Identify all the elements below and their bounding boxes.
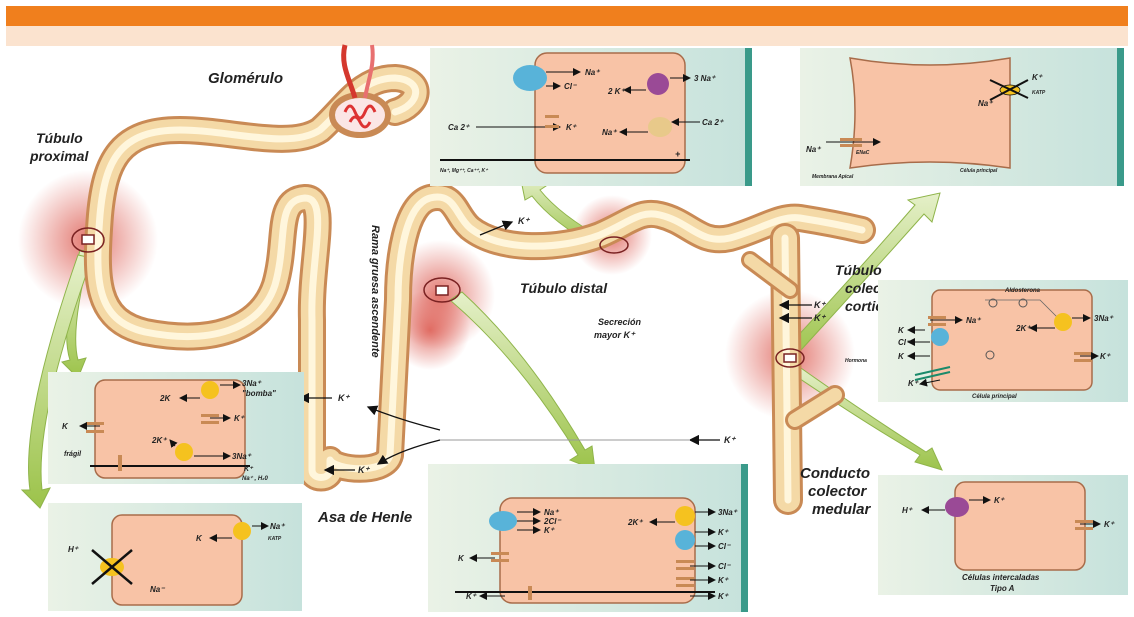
svg-text:K⁺: K⁺ — [244, 466, 254, 473]
label-tubulo-colector-1: Túbulo — [835, 262, 882, 278]
svg-text:K⁺: K⁺ — [338, 393, 350, 403]
label-conducto-3: medular — [812, 501, 872, 518]
svg-text:Na⁺: Na⁺ — [602, 128, 617, 137]
svg-text:Célula principal: Célula principal — [972, 394, 1017, 400]
svg-text:K⁺: K⁺ — [1104, 520, 1115, 529]
svg-text:3Na⁺: 3Na⁺ — [1094, 314, 1114, 323]
svg-text:3Na⁺: 3Na⁺ — [718, 508, 738, 517]
panel-proximal-upper: 3Na⁺ "bomba" 2K K⁺ K 2K⁺ 3Na⁺ frágil K⁺ … — [48, 372, 304, 484]
svg-text:K⁺: K⁺ — [718, 576, 729, 585]
label-rama-gruesa: Rama gruesa ascendente — [369, 225, 381, 358]
svg-text:K⁺: K⁺ — [814, 300, 826, 310]
svg-text:Cl⁻: Cl⁻ — [718, 562, 731, 571]
svg-text:K⁺: K⁺ — [724, 435, 736, 445]
svg-text:K⁺: K⁺ — [1032, 73, 1043, 82]
svg-text:H⁺: H⁺ — [68, 545, 79, 554]
svg-text:2K⁺: 2K⁺ — [151, 436, 167, 445]
svg-text:Na⁺: Na⁺ — [585, 68, 600, 77]
panel-distal-tubule: Na⁺ Cl⁻ 3 Na⁺ 2 K⁺ Ca 2⁺ K⁺ Na⁺ Ca 2⁺ Na… — [430, 48, 752, 186]
svg-text:K⁺: K⁺ — [1100, 352, 1111, 361]
label-conducto-1: Conducto — [800, 465, 870, 482]
svg-text:Cl⁻: Cl⁻ — [898, 338, 911, 347]
label-asa-henle: Asa de Henle — [317, 509, 412, 526]
svg-text:K⁺: K⁺ — [566, 123, 577, 132]
svg-text:3Na⁺: 3Na⁺ — [232, 452, 252, 461]
svg-text:KATP: KATP — [1032, 90, 1046, 96]
svg-text:2K⁺: 2K⁺ — [627, 518, 643, 527]
panel-cortical-principal: Aldosterona Na⁺ 2K⁺ 3Na⁺ K Cl⁻ K K⁺ K⁺ C… — [845, 280, 1128, 402]
svg-text:frágil: frágil — [64, 451, 82, 458]
svg-text:K⁺: K⁺ — [814, 313, 826, 323]
label-secrecion-1: Secreción — [598, 317, 642, 327]
label-tubulo-proximal-1: Túbulo — [36, 130, 83, 146]
svg-text:Ca 2⁺: Ca 2⁺ — [448, 123, 470, 132]
svg-text:Na⁺: Na⁺ — [806, 145, 821, 154]
svg-text:K⁺: K⁺ — [518, 216, 530, 226]
svg-text:K⁺: K⁺ — [908, 379, 919, 388]
panel-proximal-lower: Na⁺ KATP K H⁺ Na⁻ — [48, 503, 302, 611]
svg-text:Na⁺, Mg⁺⁺, Ca⁺⁺, K⁺: Na⁺, Mg⁺⁺, Ca⁺⁺, K⁺ — [440, 168, 489, 174]
svg-text:3Na⁺: 3Na⁺ — [242, 379, 262, 388]
svg-text:K⁺: K⁺ — [466, 592, 477, 601]
svg-text:K⁺: K⁺ — [718, 528, 729, 537]
svg-text:"bomba": "bomba" — [242, 389, 276, 398]
label-tubulo-proximal-2: proximal — [29, 148, 89, 164]
svg-text:Hormona: Hormona — [845, 358, 867, 364]
svg-text:Tipo A: Tipo A — [990, 584, 1015, 593]
svg-text:Na⁺ , H₂0: Na⁺ , H₂0 — [242, 475, 268, 482]
svg-text:Aldosterona: Aldosterona — [1004, 288, 1041, 294]
panel-collecting-principal: K⁺ KATP Na⁺ Na⁺ ENaC Membrana Apical Cél… — [800, 48, 1124, 186]
svg-text:Na⁺: Na⁺ — [544, 508, 559, 517]
svg-text:Membrana Apical: Membrana Apical — [812, 174, 854, 180]
label-conducto-2: colector — [808, 483, 868, 500]
svg-text:Cl⁻: Cl⁻ — [564, 82, 577, 91]
svg-text:K⁺: K⁺ — [234, 414, 245, 423]
svg-text:Na⁺: Na⁺ — [978, 99, 993, 108]
svg-text:Cl⁻: Cl⁻ — [718, 542, 731, 551]
svg-text:K⁺: K⁺ — [994, 496, 1005, 505]
panel-intercalated: K⁺ H⁺ K⁺ Células intercaladas Tipo A — [878, 475, 1128, 595]
svg-text:2 K⁺: 2 K⁺ — [607, 87, 625, 96]
svg-text:ENaC: ENaC — [856, 150, 870, 156]
svg-text:KATP: KATP — [268, 536, 282, 542]
svg-text:2K: 2K — [159, 394, 171, 403]
svg-text:Na⁺: Na⁺ — [966, 316, 981, 325]
svg-text:Células intercaladas: Células intercaladas — [962, 573, 1040, 582]
panel-loop-henle: Na⁺ 2Cl⁻ K⁺ 3Na⁺ 2K⁺ K⁺ Cl⁻ K Cl⁻ K⁺ K⁺ … — [428, 464, 748, 612]
svg-text:Ca 2⁺: Ca 2⁺ — [702, 118, 724, 127]
svg-text:H⁺: H⁺ — [902, 506, 913, 515]
svg-text:3 Na⁺: 3 Na⁺ — [694, 74, 716, 83]
svg-text:2Cl⁻: 2Cl⁻ — [543, 517, 561, 526]
svg-text:Na⁻: Na⁻ — [150, 585, 165, 594]
svg-text:K⁺: K⁺ — [544, 526, 555, 535]
label-glomerulo: Glomérulo — [208, 70, 283, 87]
label-tubulo-distal: Túbulo distal — [520, 280, 608, 296]
label-secrecion-2: mayor K⁺ — [594, 330, 636, 340]
svg-text:K⁺: K⁺ — [358, 465, 370, 475]
svg-text:+: + — [675, 149, 681, 159]
svg-text:Na⁺: Na⁺ — [270, 522, 285, 531]
svg-text:Célula principal: Célula principal — [960, 168, 998, 174]
svg-text:2K⁺: 2K⁺ — [1015, 324, 1031, 333]
svg-text:K⁺: K⁺ — [718, 592, 729, 601]
